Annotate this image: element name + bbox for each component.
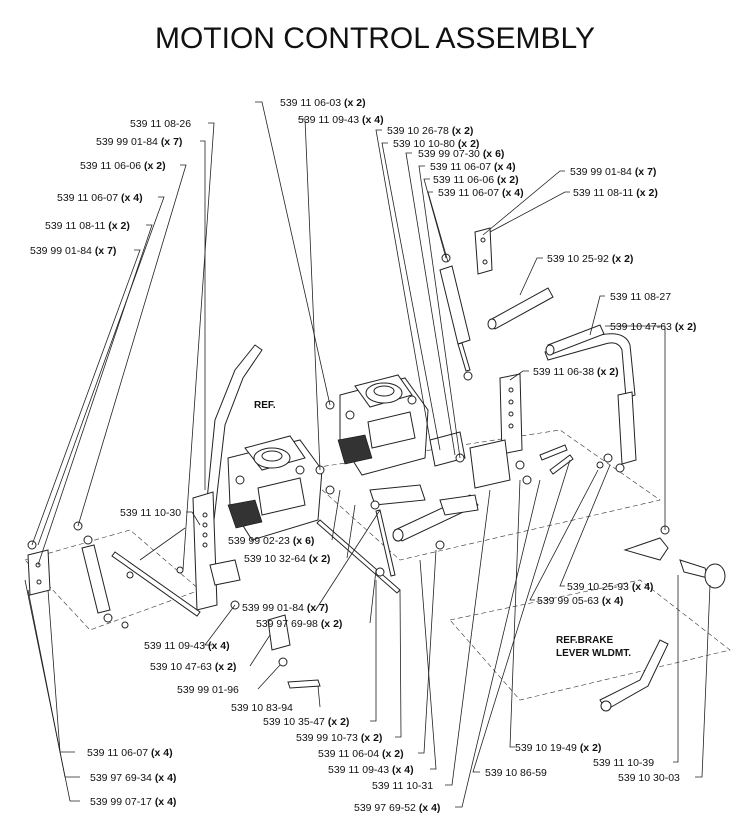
hardware-fasteners [121, 400, 670, 689]
left-control-lever [192, 344, 263, 611]
callout: 539 11 06-03 (x 2) [280, 97, 366, 109]
callout: 539 10 83-94 [231, 702, 293, 714]
callout: 539 11 10-30 [120, 507, 181, 519]
callout: 539 10 25-92 (x 2) [547, 253, 633, 265]
callout: 539 10 10-80 (x 2) [393, 138, 479, 150]
callout: 539 11 10-31 [372, 780, 433, 792]
callout: 539 11 06-07 (x 4) [430, 161, 516, 173]
right-hydro-pump [337, 374, 429, 476]
callout: 539 11 08-11 (x 2) [573, 187, 658, 199]
callout: 539 11 06-06 (x 2) [433, 174, 519, 186]
callout: 539 99 07-17 (x 4) [90, 796, 176, 808]
callout: 539 99 02-23 (x 6) [228, 535, 314, 547]
callout: 539 99 01-84 (x 7) [30, 245, 116, 257]
ref-label-brake-lever: LEVER WLDMT. [556, 648, 631, 659]
callout: 539 99 01-84 (x 7) [570, 166, 656, 178]
callout: 539 97 69-52 (x 4) [354, 802, 440, 814]
callout: 539 11 09-43 (x 4) [328, 764, 414, 776]
page-title: MOTION CONTROL ASSEMBLY [154, 22, 596, 55]
callout: 539 10 30-03 [618, 772, 680, 784]
callout: 539 10 26-78 (x 2) [387, 125, 473, 137]
callout: 539 11 09-43 (x 4) [144, 640, 230, 652]
left-hydro-pump [227, 435, 323, 541]
callout: 539 11 08-27 [610, 291, 671, 303]
callout: 539 10 19-49 (x 2) [515, 742, 601, 754]
ref-label-brake: REF.BRAKE [556, 635, 614, 646]
callout: 539 99 01-96 [177, 684, 239, 696]
callout: 539 10 32-64 (x 2) [244, 553, 330, 565]
leader-lines [24, 101, 711, 808]
callout: 539 99 07-30 (x 6) [418, 148, 504, 160]
brake-parts [599, 537, 726, 712]
callout: 539 11 10-39 [593, 757, 654, 769]
callout: 539 11 08-26 [130, 118, 191, 130]
callout: 539 99 01-84 (x 7) [242, 602, 328, 614]
right-control-lever [544, 333, 637, 465]
callout: 539 11 09-43 (x 4) [298, 114, 384, 126]
callout: 539 97 69-34 (x 4) [90, 772, 176, 784]
callout: 539 11 06-04 (x 2) [318, 748, 404, 760]
callout: 539 99 01-84 (x 7) [96, 136, 182, 148]
hand-grips [487, 287, 605, 356]
ref-label-pump: REF. [254, 400, 276, 411]
cross-shaft [369, 484, 479, 542]
callout: 539 11 06-06 (x 2) [80, 160, 166, 172]
upper-damper [439, 227, 493, 381]
callout: 539 10 47-63 (x 2) [610, 321, 696, 333]
callout: 539 10 86-59 [485, 767, 547, 779]
right-control-plates [429, 373, 532, 489]
callout: 539 11 06-38 (x 2) [533, 366, 619, 378]
callout: 539 11 06-07 (x 4) [438, 187, 524, 199]
callout: 539 10 25-93 (x 4) [567, 581, 653, 593]
callout: 539 11 06-07 (x 4) [87, 747, 173, 759]
callout: 539 11 08-11 (x 2) [45, 220, 130, 232]
callout: 539 97 69-98 (x 2) [256, 618, 342, 630]
callout: 539 99 10-73 (x 2) [296, 732, 382, 744]
callout: 539 11 06-07 (x 4) [57, 192, 143, 204]
callout: 539 10 47-63 (x 2) [150, 661, 236, 673]
callout: 539 99 05-63 (x 4) [537, 595, 623, 607]
callout: 539 10 35-47 (x 2) [263, 716, 349, 728]
